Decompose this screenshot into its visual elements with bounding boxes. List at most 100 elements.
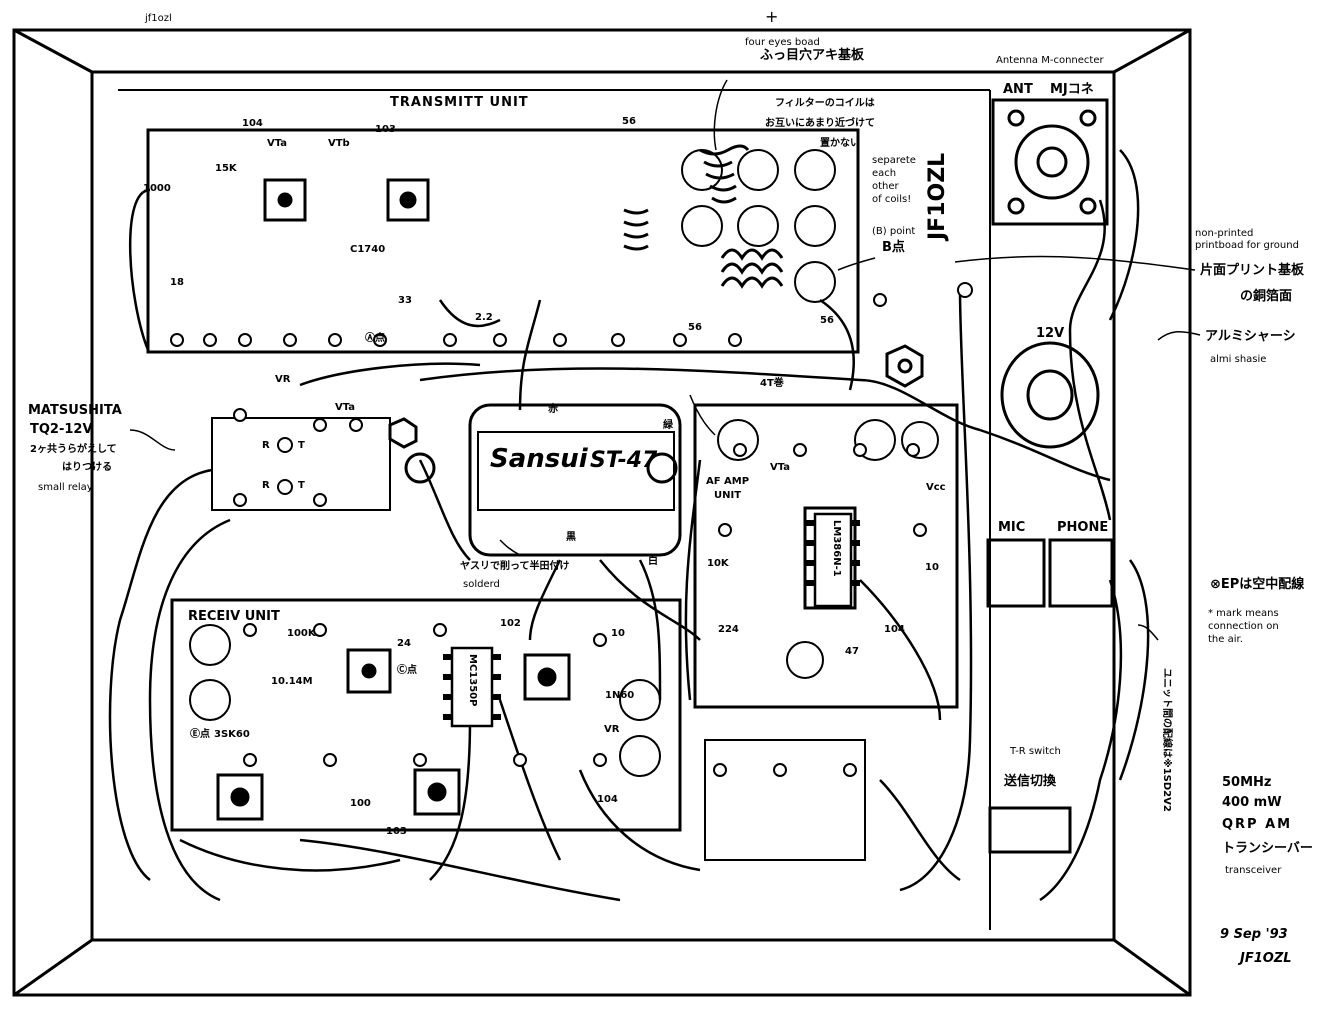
part-value: C1740 <box>350 244 386 255</box>
vcc-label: Vcc <box>926 482 946 493</box>
b-point-label: (B) point <box>872 226 916 237</box>
part-value: 104 <box>884 624 905 635</box>
solder-note-jp: ヤスリで削って半田付け <box>460 561 570 572</box>
part-value: 56 <box>820 315 834 326</box>
transmit-unit-label: TRANSMITT UNIT <box>390 95 529 110</box>
katamen-note-2: の銅箔面 <box>1240 289 1293 304</box>
sansui-model: ST-47 <box>590 448 658 473</box>
separate-note-2: each <box>872 168 897 179</box>
relay-r1: R <box>262 440 270 451</box>
wire-white: 白 <box>648 556 658 567</box>
phone-label: PHONE <box>1057 520 1109 535</box>
part-value: 100K <box>287 628 316 639</box>
chassis-outer-frame <box>12 28 1192 997</box>
af-unit-label-2: UNIT <box>714 490 742 501</box>
spec-line-2: 400 mW <box>1222 795 1282 810</box>
board-top-label: four eyes boad <box>745 37 820 48</box>
part-value: 224 <box>718 624 739 635</box>
drawing-signature: JF1OZL <box>1240 951 1292 966</box>
part-value: 10K <box>707 558 729 569</box>
part-value: 56 <box>622 116 636 127</box>
part-value: 104 <box>597 794 618 805</box>
ic-mc1350: MC1350P <box>467 654 478 707</box>
relay-board <box>211 417 391 511</box>
part-value: 3SK60 <box>214 729 250 740</box>
part-value: Ⓔ点 <box>190 729 210 740</box>
wire-red: 赤 <box>548 404 558 415</box>
part-value: 4T巻 <box>760 378 784 389</box>
relay-t1: T <box>298 440 305 451</box>
relay-brand: MATSUSHITA <box>28 403 122 418</box>
relay-note-en: small relay <box>38 482 93 493</box>
air-note-1: * mark means <box>1208 608 1279 619</box>
relay-r2: R <box>262 480 270 491</box>
part-value: 56 <box>688 322 702 333</box>
spec-line-3: QRP AM <box>1222 817 1293 832</box>
tr-switch-board <box>704 739 866 861</box>
af-vta-label: VTa <box>770 462 791 473</box>
spec-en: transceiver <box>1225 865 1282 876</box>
part-value: 33 <box>398 295 412 306</box>
callsign-vertical: JF1OZL <box>925 152 950 240</box>
part-value: 1N60 <box>605 690 635 701</box>
alumi-note-jp: アルミシャーシ <box>1205 329 1296 344</box>
relay-model: TQ2-12V <box>30 422 93 437</box>
drawing-date: 9 Sep '93 <box>1220 927 1288 942</box>
air-note-2: connection on <box>1208 621 1279 632</box>
nonprinted-note-2: printboad for ground <box>1195 240 1299 251</box>
wire-green: 緑 <box>663 420 673 431</box>
separate-note-3: other <box>872 181 899 192</box>
sansui-brand: Sansui <box>490 444 588 474</box>
relay-note-2: はりつける <box>62 462 113 473</box>
ep-note-jp: ⊗EPは空中配線 <box>1210 577 1305 592</box>
af-amp-board <box>693 403 959 709</box>
air-note-3: the air. <box>1208 634 1243 645</box>
part-value: Ⓒ点 <box>397 665 417 676</box>
filter-note-2: お互いにあまり近づけて <box>765 118 875 129</box>
vt-b-label: VTb <box>328 138 350 149</box>
crosshair-mark: + <box>765 7 779 26</box>
mic-label: MIC <box>998 520 1026 535</box>
part-value: 15K <box>215 163 237 174</box>
katamen-note-1: 片面プリント基板 <box>1200 263 1305 278</box>
unit-wiring-note: ユニット間の配線は※1SD2V2 <box>1161 668 1172 812</box>
tr-switch-jp: 送信切換 <box>1004 774 1057 789</box>
spec-line-1: 50MHz <box>1222 775 1272 790</box>
part-value: 10.14M <box>271 676 313 687</box>
af-unit-label-1: AF AMP <box>706 476 750 487</box>
ant-mark: ANT <box>1003 82 1033 97</box>
part-value: 47 <box>845 646 859 657</box>
transmit-board <box>146 128 860 354</box>
part-value: VR <box>604 724 620 735</box>
part-value: 24 <box>397 638 411 649</box>
corner-tag: jf1ozl <box>145 13 172 24</box>
part-value: 103 <box>375 124 396 135</box>
nonprinted-note-1: non-printed <box>1195 228 1254 239</box>
part-value: Ⓐ点 <box>365 333 385 344</box>
tr-switch-label: T-R switch <box>1010 746 1061 757</box>
part-value: 18 <box>170 277 184 288</box>
vr-label: VR <box>275 374 291 385</box>
part-value: 100 <box>350 798 371 809</box>
part-value: 1000 <box>143 183 171 194</box>
alumi-note-en: almi shasie <box>1210 354 1267 365</box>
ic-lm386: LM386N-1 <box>831 520 842 577</box>
part-value: 102 <box>500 618 521 629</box>
vt-a-label: VTa <box>267 138 288 149</box>
antenna-plate <box>991 98 1109 226</box>
audio-transformer <box>468 403 682 557</box>
part-value: 10 <box>925 562 939 573</box>
receive-unit-label: RECEIV UNIT <box>188 609 280 624</box>
filter-note-3: 置かない <box>820 138 860 149</box>
spec-line-4: トランシーバー <box>1222 841 1313 856</box>
filter-note-1: フィルターのコイルは <box>775 98 875 109</box>
part-value: 2.2 <box>475 312 493 323</box>
vt-a-relay-label: VTa <box>335 402 356 413</box>
part-value: 10 <box>611 628 625 639</box>
separate-note-1: separete <box>872 155 916 166</box>
part-value: 104 <box>242 118 263 129</box>
relay-t2: T <box>298 480 305 491</box>
antenna-label: Antenna M-connecter <box>996 55 1104 66</box>
